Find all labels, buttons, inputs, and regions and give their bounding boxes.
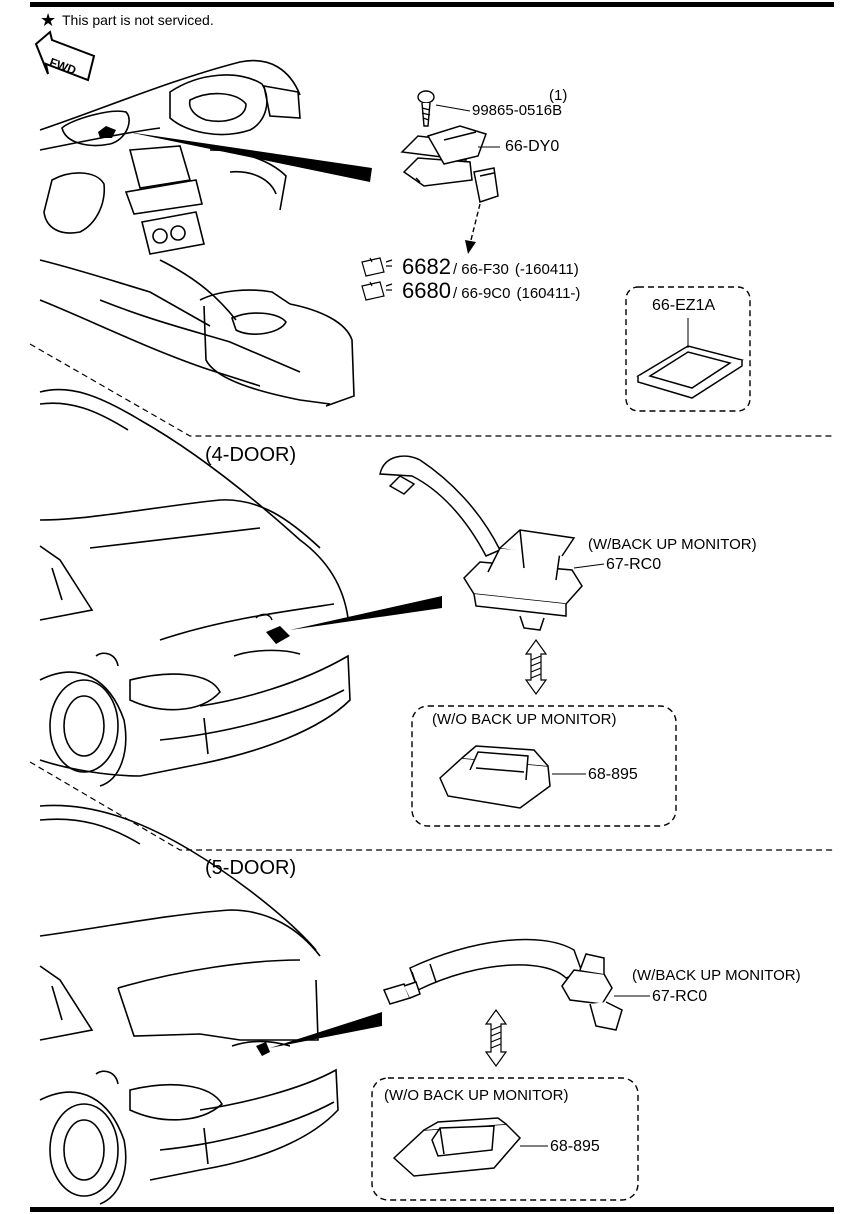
- five-door-camera-part-number: 67-RC0: [652, 988, 708, 1005]
- wo-monitor-box-4door: [411, 705, 677, 827]
- dashboard-illustration: [39, 59, 355, 407]
- sedan-camera-mark: [266, 626, 290, 644]
- leader-screw: [435, 104, 471, 112]
- fig-ref-number: 6682: [402, 254, 451, 279]
- camera-4door-icon: [379, 455, 583, 631]
- five-door-with-monitor-label: (W/BACK UP MONITOR): [632, 967, 801, 984]
- five-door-title: (5-DOOR): [205, 857, 297, 879]
- cover-5door-icon: [392, 1117, 522, 1177]
- hatchback-pointer-wedge: [270, 1012, 382, 1048]
- fig-ref-range: (-160411): [514, 261, 579, 278]
- ref-book-icon-1: [361, 257, 393, 277]
- separator-1: [29, 343, 834, 437]
- hatchback-camera-mark: [256, 1042, 270, 1056]
- dash-location-mark: [98, 126, 116, 138]
- swap-arrow-5door-icon: [484, 1008, 508, 1068]
- top-border: [30, 2, 834, 7]
- four-door-with-monitor-label: (W/BACK UP MONITOR): [588, 536, 757, 553]
- fig-ref-part: / 66-9C0: [452, 285, 511, 302]
- screw-qty: (1): [549, 87, 568, 104]
- ref-book-icon-2: [361, 281, 393, 301]
- screw-icon: [417, 90, 435, 127]
- receiver-arrowhead: [465, 240, 476, 254]
- sd-card-box: [625, 286, 751, 412]
- fig-ref-part: / 66-F30: [452, 261, 509, 278]
- swap-arrow-4door-icon: [524, 638, 548, 696]
- sedan-harness-hook: [255, 613, 273, 621]
- fwd-arrow-icon: [34, 30, 96, 82]
- five-door-cover-part-number: 68-895: [550, 1138, 600, 1155]
- receiver-part-number: 66-DY0: [505, 138, 560, 155]
- dash-pointer-wedge: [128, 132, 372, 182]
- camera-5door-icon: [382, 938, 623, 1031]
- four-door-camera-part-number: 67-RC0: [606, 556, 662, 573]
- bottom-border: [30, 1207, 834, 1212]
- star-icon: ★: [40, 10, 57, 30]
- leader-4door-cam: [573, 563, 605, 569]
- four-door-cover-part-number: 68-895: [588, 766, 638, 783]
- wo-monitor-box-5door: [371, 1077, 639, 1201]
- screw-part-number: 99865-0516B: [472, 102, 563, 119]
- separator-2: [29, 761, 834, 851]
- receiver-module-icon: [400, 125, 499, 203]
- four-door-without-monitor-label: (W/O BACK UP MONITOR): [432, 711, 617, 728]
- four-door-title: (4-DOOR): [205, 444, 297, 466]
- sedan-pointer-wedge: [290, 596, 442, 630]
- sd-card-part-number: 66-EZ1A: [652, 297, 716, 314]
- fig-ref-number: 6680: [402, 278, 451, 303]
- fig-ref-range: (160411-): [516, 285, 581, 302]
- fig-ref-row-2: 6680 / 66-9C0 (160411-): [402, 280, 580, 302]
- fig-ref-row-1: 6682 / 66-F30 (-160411): [402, 256, 579, 278]
- five-door-without-monitor-label: (W/O BACK UP MONITOR): [384, 1087, 569, 1104]
- cover-4door-icon: [439, 745, 551, 809]
- sedan-illustration: [39, 388, 351, 787]
- not-serviced-note: This part is not serviced.: [62, 12, 214, 28]
- receiver-dashed-arrow: [469, 203, 481, 245]
- sd-card-icon: [636, 345, 744, 399]
